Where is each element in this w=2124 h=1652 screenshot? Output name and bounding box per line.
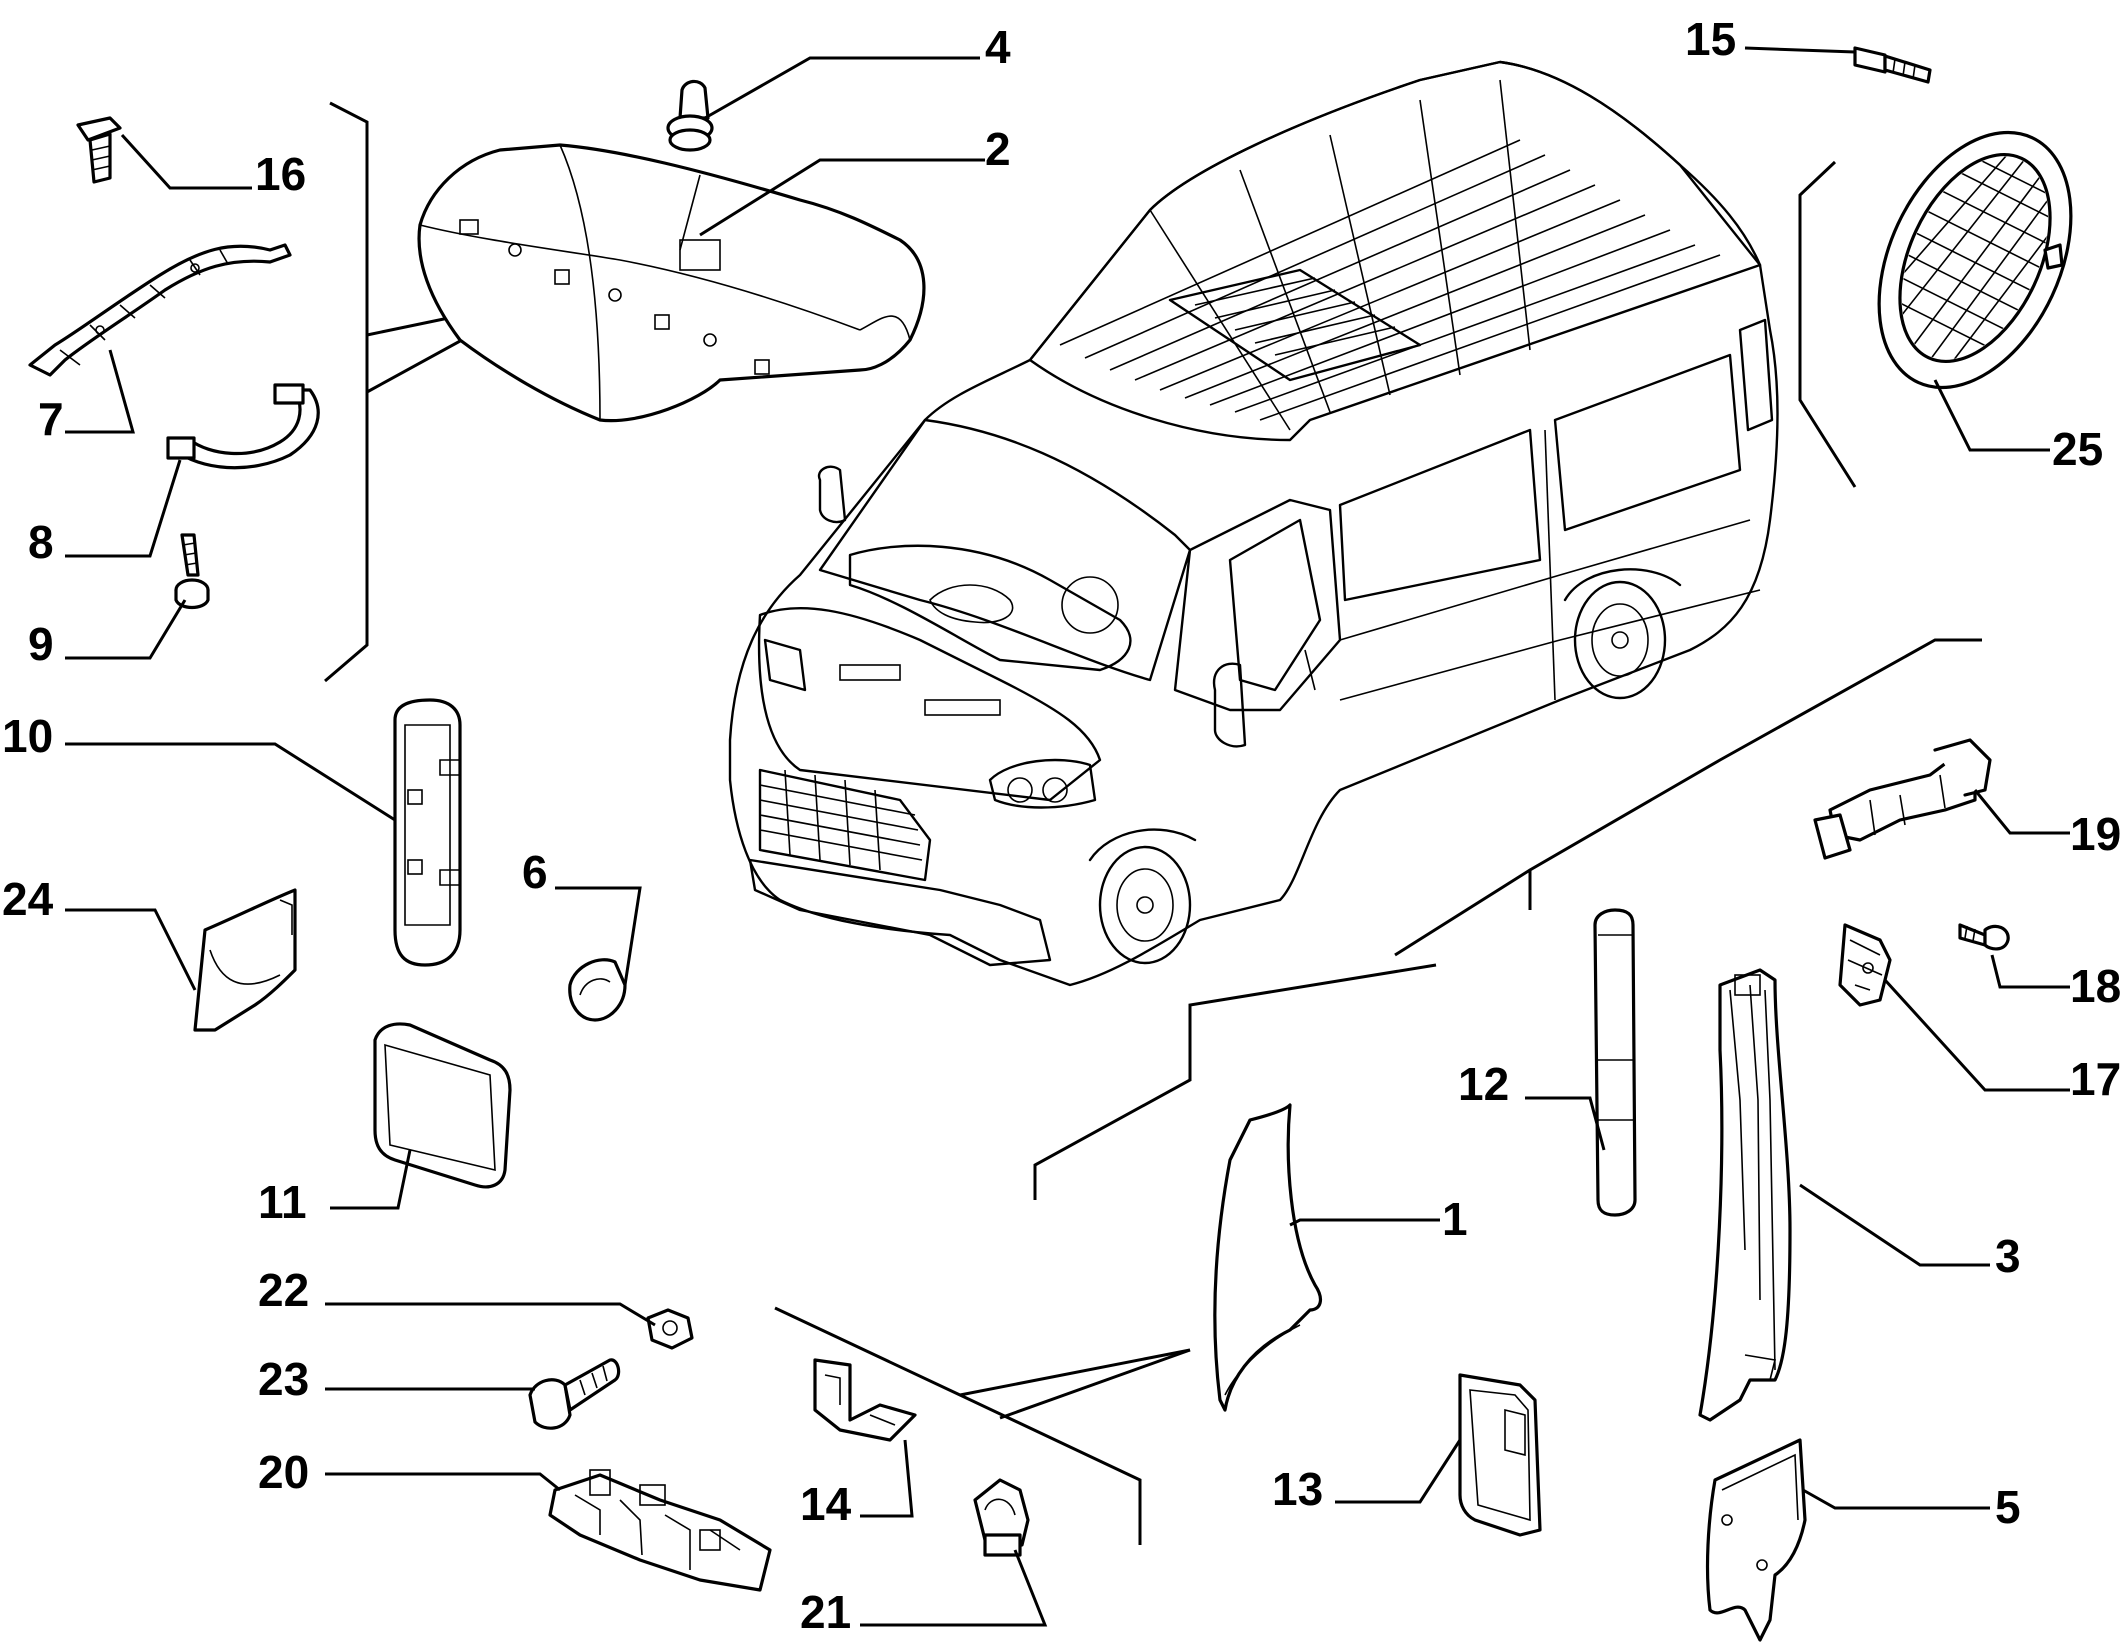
part-21-clip xyxy=(973,1478,1030,1557)
part-23-bolt xyxy=(528,1358,621,1430)
callout-2: 2 xyxy=(985,123,1011,175)
part-4-push-clip xyxy=(666,79,714,152)
callout-18: 18 xyxy=(2070,960,2121,1012)
group-brackets xyxy=(324,101,1982,1545)
part-17-clip xyxy=(1838,923,1892,1007)
part-18-screw xyxy=(1958,923,2010,951)
part-16-bolt xyxy=(76,116,122,184)
callout-10: 10 xyxy=(2,710,53,762)
part-20-mount-bracket xyxy=(548,1469,772,1592)
callout-7: 7 xyxy=(38,393,64,445)
leader-lines xyxy=(65,46,2070,1627)
callout-13: 13 xyxy=(1272,1463,1323,1515)
callout-19: 19 xyxy=(2070,808,2121,860)
callout-6: 6 xyxy=(522,846,548,898)
part-2-roof-headliner xyxy=(417,143,926,423)
part-15-bolt xyxy=(1853,46,1932,84)
callout-14: 14 xyxy=(800,1478,852,1530)
part-6-cap xyxy=(568,958,627,1022)
callout-24: 24 xyxy=(2,873,54,925)
callout-5: 5 xyxy=(1995,1481,2021,1533)
part-19-retainer xyxy=(1813,738,1992,860)
part-10-trim-panel xyxy=(393,698,462,967)
part-14-clip-bracket xyxy=(813,1358,917,1442)
part-24-corner-trim xyxy=(193,888,297,1032)
callout-22: 22 xyxy=(258,1264,309,1316)
part-13-cover xyxy=(1458,1373,1542,1537)
callout-12: 12 xyxy=(1458,1058,1509,1110)
callout-23: 23 xyxy=(258,1353,309,1405)
part-7-bracket xyxy=(28,243,292,377)
callout-20: 20 xyxy=(258,1446,309,1498)
van-illustration xyxy=(728,60,1779,987)
callout-25: 25 xyxy=(2052,423,2103,475)
callout-16: 16 xyxy=(255,148,306,200)
part-25-speaker-grille xyxy=(1877,130,2076,390)
part-12-strip xyxy=(1593,908,1637,1217)
part-11-cover-plate xyxy=(373,1022,512,1189)
part-8-grab-handle xyxy=(166,383,320,470)
part-3-b-pillar-trim xyxy=(1698,968,1792,1422)
callout-labels: 1 2 3 4 5 6 7 8 9 10 11 12 13 14 15 16 1… xyxy=(2,13,2121,1638)
callout-11: 11 xyxy=(258,1176,307,1228)
callout-4: 4 xyxy=(985,21,1011,73)
part-9-screw xyxy=(174,533,210,610)
callout-3: 3 xyxy=(1995,1230,2021,1282)
callout-1: 1 xyxy=(1442,1193,1468,1245)
part-1-a-pillar-trim xyxy=(1213,1103,1323,1412)
part-5-lower-trim xyxy=(1705,1438,1807,1642)
callout-21: 21 xyxy=(800,1586,851,1638)
callout-8: 8 xyxy=(28,516,54,568)
part-22-nut xyxy=(646,1308,694,1350)
callout-17: 17 xyxy=(2070,1053,2121,1105)
callout-9: 9 xyxy=(28,618,54,670)
callout-15: 15 xyxy=(1685,13,1736,65)
